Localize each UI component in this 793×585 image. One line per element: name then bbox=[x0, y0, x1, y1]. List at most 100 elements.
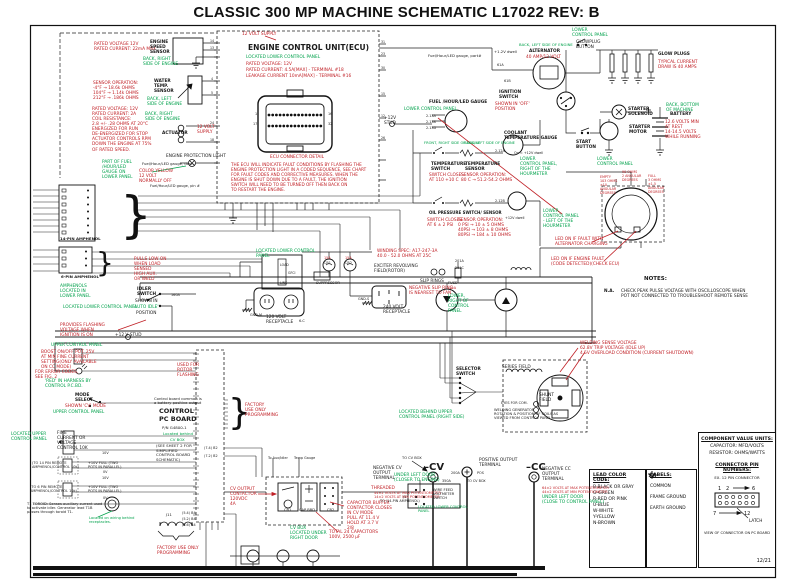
schematic-annotation: 30 bbox=[381, 66, 386, 70]
schematic-annotation: CAP BRD bbox=[299, 508, 316, 512]
boost-pot-symbol bbox=[73, 348, 83, 365]
schematic-annotation: FOR ERROR CODES,SEE FIG. 2 bbox=[35, 370, 79, 381]
schematic-annotation: +1.2V dwell bbox=[494, 49, 517, 54]
label-common-text: COMMON bbox=[650, 484, 671, 489]
connector-pins-heading: CONNECTOR PIN NUMBERS: bbox=[715, 462, 759, 473]
receptacle-120v-symbol bbox=[253, 287, 305, 317]
schematic-annotation: (7.4) B2 bbox=[204, 446, 218, 450]
svg-text:}: } bbox=[96, 246, 114, 279]
start-button-symbol bbox=[580, 127, 590, 135]
schematic-annotation: 2.13B bbox=[426, 120, 436, 124]
label-frame-ground-row: FRAME GROUND bbox=[648, 471, 693, 500]
schematic-annotation: UPPER CONTROL PANEL bbox=[51, 343, 103, 348]
svg-text:2: 2 bbox=[726, 486, 729, 492]
schematic-annotation: UNDER LEFT DOOR(CLOSER TO ENGINE) bbox=[394, 473, 440, 484]
water-temp-sensor-symbol bbox=[187, 75, 203, 105]
schematic-annotation: SHOWN IN bbox=[135, 299, 158, 304]
latch-label: LATCH bbox=[749, 518, 762, 523]
control-pcb-outline bbox=[195, 349, 225, 523]
schematic-annotation: (7.2) B2 bbox=[204, 454, 218, 458]
connector-view-note: VIEW OF CONNECTOR ON PC BOARD bbox=[703, 531, 771, 536]
connector-example: EX. 12 PIN CONNECTOR bbox=[714, 474, 760, 480]
temperature-sensor-symbol bbox=[459, 149, 474, 157]
schematic-annotation: Fuel/Hour/LED gauge, part# bbox=[428, 53, 482, 58]
schematic-annotation: 2.12A bbox=[495, 149, 505, 153]
schematic-annotation: POSITION bbox=[136, 311, 157, 316]
selector-switch-symbol bbox=[458, 376, 477, 405]
component-values-box: COMPONENT VALUE UNITS: CAPACITOR: MFD/VO… bbox=[698, 432, 776, 568]
output-bus-bar-2 bbox=[33, 573, 517, 576]
schematic-annotation: THREADED bbox=[371, 486, 395, 491]
schematic-annotation: FUEL /HOUR/LED GAUGE bbox=[429, 100, 488, 105]
oil-pressure-switch-symbol bbox=[433, 196, 444, 204]
receptacle-240v-symbol bbox=[371, 285, 407, 309]
schematic-annotation: On = +12V dwell bbox=[514, 151, 544, 155]
schematic-annotation: ENGINE PROTECTION LIGHT bbox=[166, 154, 226, 159]
schematic-annotation: 0V bbox=[103, 496, 108, 500]
schematic-annotation: +12 V STUD bbox=[115, 333, 142, 338]
schematic-annotation: 'AUTO IDLE' bbox=[133, 305, 159, 310]
lead-color-code-entry: N-BROWN bbox=[593, 521, 616, 527]
schematic-annotation: RATED CURRENT: 4.5A[MAX] - TERMINAL #18 bbox=[246, 68, 344, 73]
starter-motor-symbol bbox=[599, 121, 619, 141]
engine-speed-sensor-symbol bbox=[172, 37, 204, 65]
fuel-hour-gauge-symbol bbox=[444, 109, 468, 133]
page-number: 12/21 bbox=[756, 558, 771, 564]
schematic-annotation: 24 bbox=[210, 121, 215, 125]
remote-pot-14pin-symbol bbox=[62, 458, 73, 473]
schematic-annotation: (5.2) B4 bbox=[182, 517, 196, 521]
schematic-annotation: 31 bbox=[381, 40, 386, 44]
green-leader-lines bbox=[97, 165, 187, 518]
schematic-annotation: 10V bbox=[102, 476, 109, 480]
schematic-annotation: LEAKAGE CURRENT 10mA[MAX] - TERMINAL #16 bbox=[246, 74, 352, 79]
schematic-annotation: LOCATED LOWER CONTROL PANEL bbox=[63, 305, 138, 310]
schematic-annotation: ENGINE CONTROL UNIT(ECU) bbox=[248, 43, 370, 52]
suppressor-symbol bbox=[313, 271, 331, 281]
coolant-temp-gauge-symbol bbox=[502, 134, 524, 156]
mode-select-switch-symbol bbox=[88, 397, 102, 408]
schematic-annotation: TO (14-PIN AMPHENOL) bbox=[380, 499, 420, 503]
actuator-coil-symbol bbox=[177, 124, 185, 144]
schematic-annotation: UPPER CONTROL PANEL bbox=[53, 410, 105, 415]
schematic-annotation: LINE bbox=[280, 281, 288, 285]
lead-color-code-entry: Y-YELLOW bbox=[593, 515, 615, 521]
oil-pressure-sensor-symbol bbox=[459, 199, 474, 207]
schematic-annotation: 4 bbox=[211, 77, 214, 81]
schematic-annotation: BATTERY bbox=[670, 112, 692, 117]
glow-plug-resistors bbox=[609, 53, 654, 73]
schematic-annotation: 15A bbox=[324, 256, 331, 260]
schematic-annotation: 6-PIN AMPHENOL bbox=[61, 274, 99, 279]
schematic-annotation: CR2 bbox=[327, 508, 335, 512]
schematic-annotation: 1 bbox=[255, 112, 258, 116]
output-bus-bar-1 bbox=[33, 566, 545, 570]
slip-rings-symbol bbox=[430, 268, 446, 276]
exciter-field-coil bbox=[510, 267, 532, 271]
